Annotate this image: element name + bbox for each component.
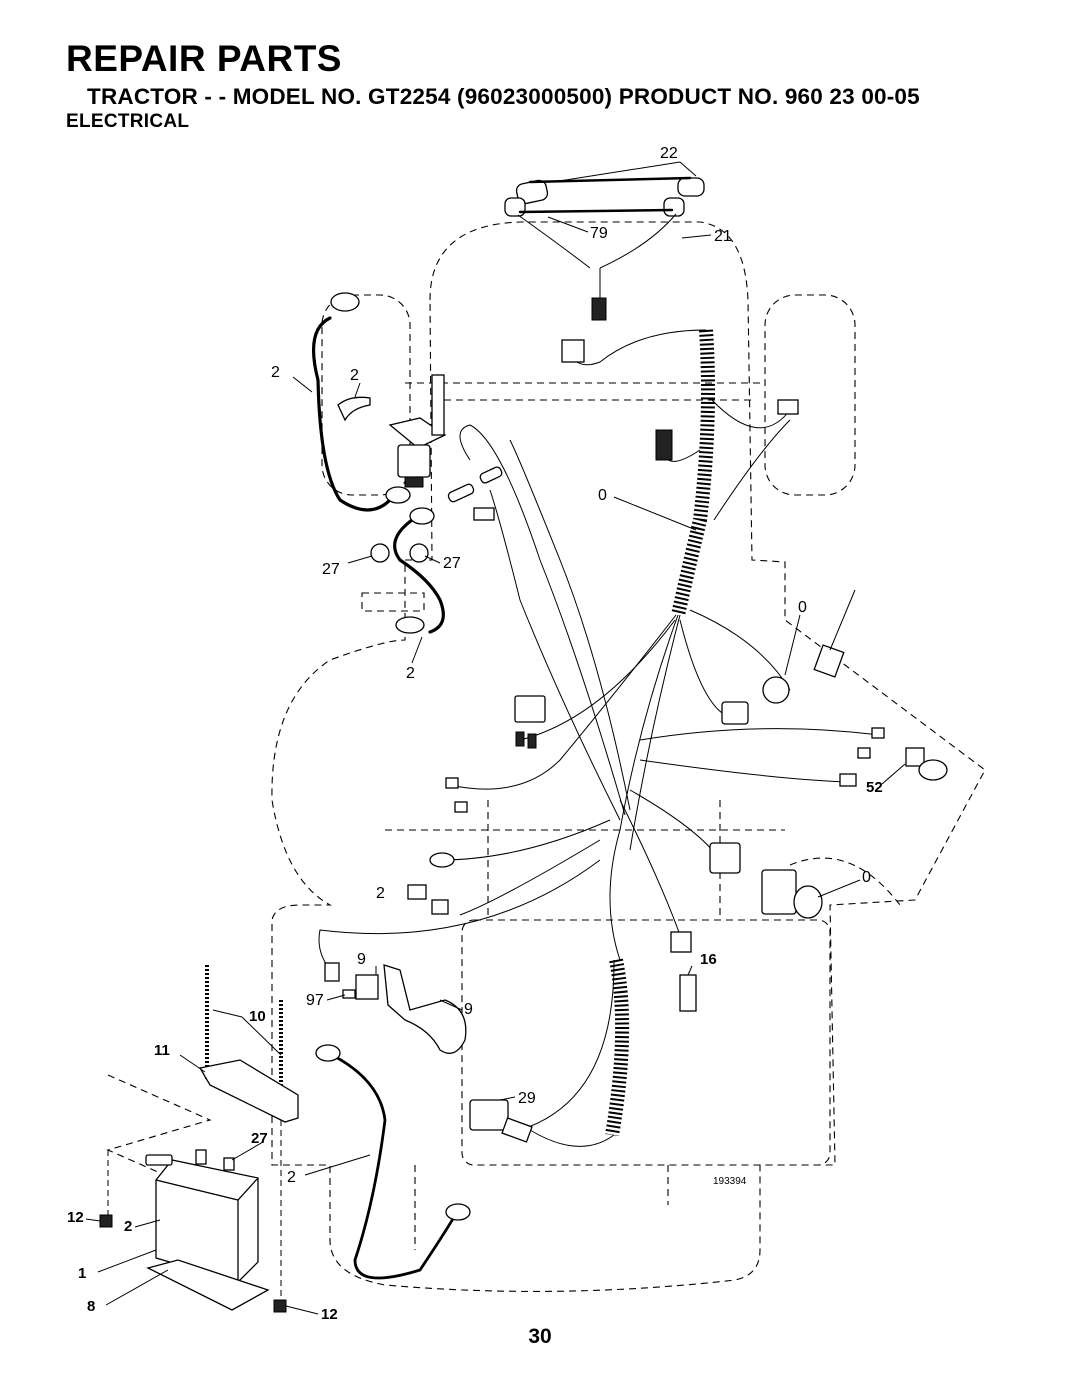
callout-97: 97 bbox=[306, 992, 324, 1009]
callout-0-light-switch: 0 bbox=[862, 869, 871, 886]
headlight-assembly bbox=[504, 176, 705, 321]
switch-29 bbox=[469, 1099, 533, 1143]
callout-12-lower: 12 bbox=[321, 1306, 338, 1323]
callout-21: 21 bbox=[714, 228, 732, 245]
callout-0-loom: 0 bbox=[598, 487, 607, 504]
callout-52: 52 bbox=[866, 779, 883, 796]
callout-2-cable: 2 bbox=[406, 665, 415, 682]
callout-10: 10 bbox=[249, 1008, 266, 1025]
callout-16: 16 bbox=[700, 951, 717, 968]
page-title: REPAIR PARTS bbox=[66, 38, 342, 79]
leader-lines bbox=[85, 161, 906, 1315]
callout-2-solenoid-boot: 2 bbox=[350, 367, 359, 384]
ignition-switch bbox=[721, 644, 845, 725]
callout-27-left: 27 bbox=[322, 561, 340, 578]
connectors-misc bbox=[447, 339, 799, 521]
callout-2-fuse: 2 bbox=[376, 885, 385, 902]
battery bbox=[145, 1149, 259, 1283]
callout-22: 22 bbox=[660, 145, 678, 162]
tractor-outline bbox=[106, 221, 986, 1292]
callout-27-battery: 27 bbox=[251, 1130, 268, 1147]
battery-cables bbox=[311, 292, 471, 1280]
switch-connectors bbox=[324, 695, 948, 1012]
callout-27-right: 27 bbox=[443, 555, 461, 572]
page-number: 30 bbox=[528, 1325, 552, 1348]
drawing-number: 193394 bbox=[713, 1176, 747, 1187]
callout-11: 11 bbox=[154, 1042, 170, 1059]
solenoid bbox=[337, 374, 447, 488]
callout-labels: 22 79 21 2 2 0 27 27 0 2 52 2 0 9 16 97 … bbox=[67, 145, 883, 1323]
callout-2-battery-cable: 2 bbox=[287, 1169, 296, 1186]
callout-0-ignition: 0 bbox=[798, 599, 807, 616]
callout-9-lower: 9 bbox=[464, 1001, 473, 1018]
callout-29: 29 bbox=[518, 1090, 536, 1107]
lock-nuts bbox=[370, 543, 429, 563]
callout-12-upper: 12 bbox=[67, 1209, 84, 1226]
model-subtitle: TRACTOR - - MODEL NO. GT2254 (9602300050… bbox=[87, 84, 920, 109]
callout-79: 79 bbox=[590, 225, 608, 242]
battery-holddown bbox=[107, 965, 299, 1300]
section-heading: ELECTRICAL bbox=[66, 111, 190, 132]
callout-9-upper: 9 bbox=[357, 951, 366, 968]
callout-8: 8 bbox=[87, 1298, 95, 1315]
callout-2-upper-left: 2 bbox=[271, 364, 280, 381]
callout-2-bolt: 2 bbox=[124, 1218, 132, 1235]
wire-loom-coil bbox=[605, 329, 715, 1137]
callout-1: 1 bbox=[78, 1265, 86, 1282]
battery-tray bbox=[146, 1259, 270, 1311]
seat-switch-bracket bbox=[342, 964, 467, 1054]
wire-harness bbox=[318, 329, 881, 1147]
